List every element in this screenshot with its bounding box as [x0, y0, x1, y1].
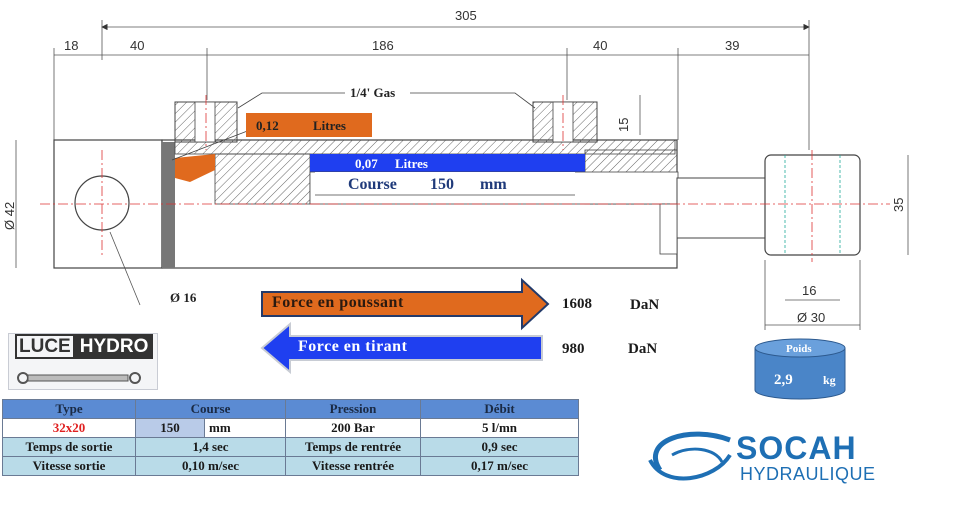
- spec-table-header: Type Course Pression Débit: [2, 399, 579, 419]
- pull-force-label: Force en tirant: [298, 338, 408, 355]
- push-force-label: Force en poussant: [272, 294, 404, 311]
- dim-18: 18: [64, 38, 78, 53]
- spec-table: Type Course Pression Débit 32x20 150 mm …: [2, 399, 579, 476]
- course-value: 150: [135, 418, 205, 438]
- center-lines: [40, 95, 890, 262]
- weight-unit: kg: [823, 373, 836, 387]
- pull-force-unit: DaN: [628, 341, 658, 357]
- temps-rentree-value: 0,9 sec: [420, 437, 579, 457]
- push-force-value: 1608: [562, 296, 592, 312]
- debit-value: 5 l/mn: [420, 418, 579, 438]
- pull-volume-value: 0,07: [355, 156, 378, 171]
- pull-force-label-box: Force en tirant: [298, 338, 407, 356]
- push-volume-unit: Litres: [313, 118, 346, 133]
- header-pression: Pression: [285, 399, 421, 419]
- dim-diam-42: Ø 42: [2, 202, 17, 230]
- weight-icon: [754, 338, 846, 400]
- dim-39: 39: [725, 38, 739, 53]
- dim-15: 15: [616, 118, 631, 132]
- weight-label: Poids: [786, 343, 812, 355]
- table-row: Temps de sortie 1,4 sec Temps de rentrée…: [2, 437, 579, 457]
- weight-value: 2,9: [774, 372, 793, 388]
- port-thread-label: 1/4' Gas: [350, 85, 395, 100]
- vitesse-rentree-value: 0,17 m/sec: [420, 456, 579, 476]
- logo-rod-icon: [17, 372, 141, 384]
- pull-volume-unit: Litres: [395, 156, 428, 171]
- temps-sortie-label: Temps de sortie: [2, 437, 136, 457]
- rear-eye: [53, 139, 163, 306]
- socah-swoosh-icon: [648, 431, 732, 481]
- dim-186: 186: [372, 38, 394, 53]
- table-row: Vitesse sortie 0,10 m/sec Vitesse rentré…: [2, 456, 579, 476]
- dim-35: 35: [891, 198, 906, 212]
- dim-diam-30: Ø 30: [797, 310, 825, 325]
- stroke-label: Course: [348, 176, 397, 193]
- dim-total: 305: [455, 8, 477, 23]
- pull-arrow: [260, 321, 543, 375]
- stroke-indicator: [315, 172, 575, 196]
- pression-value: 200 Bar: [285, 418, 421, 438]
- type-value: 32x20: [2, 418, 136, 438]
- rod-end: [764, 154, 861, 256]
- header-debit: Débit: [420, 399, 579, 419]
- course-unit: mm: [204, 418, 286, 438]
- stroke-value: 150: [430, 176, 454, 193]
- dimension-lines: [15, 20, 909, 330]
- stroke-unit: mm: [480, 176, 507, 193]
- socah-logo: SOCAH HYDRAULIQUE: [640, 428, 910, 490]
- pull-force-value: 980: [562, 341, 585, 357]
- vitesse-rentree-label: Vitesse rentrée: [285, 456, 421, 476]
- temps-sortie-value: 1,4 sec: [135, 437, 286, 457]
- table-row: 32x20 150 mm 200 Bar 5 l/mn: [2, 418, 579, 438]
- port-leaders: [171, 92, 536, 161]
- temps-rentree-label: Temps de rentrée: [285, 437, 421, 457]
- push-volume-box: [246, 113, 372, 137]
- dim-40-right: 40: [593, 38, 607, 53]
- logo-luce-text: LUCE: [15, 334, 75, 359]
- vitesse-sortie-value: 0,10 m/sec: [135, 456, 286, 476]
- push-force-label-box: Force en poussant: [272, 294, 404, 312]
- header-course: Course: [135, 399, 286, 419]
- push-arrow: [261, 277, 550, 331]
- header-type: Type: [2, 399, 136, 419]
- socah-logo-text: SOCAH: [736, 430, 857, 466]
- push-force-unit: DaN: [630, 297, 660, 313]
- logo-hydro-text: HYDRO: [74, 334, 154, 359]
- dim-pin-hole: Ø 16: [170, 290, 197, 305]
- dim-16-clevis: 16: [802, 283, 816, 298]
- socah-logo-subtext: HYDRAULIQUE: [740, 464, 876, 484]
- push-volume-value: 0,12: [256, 118, 279, 133]
- dim-40-left: 40: [130, 38, 144, 53]
- vitesse-sortie-label: Vitesse sortie: [2, 456, 136, 476]
